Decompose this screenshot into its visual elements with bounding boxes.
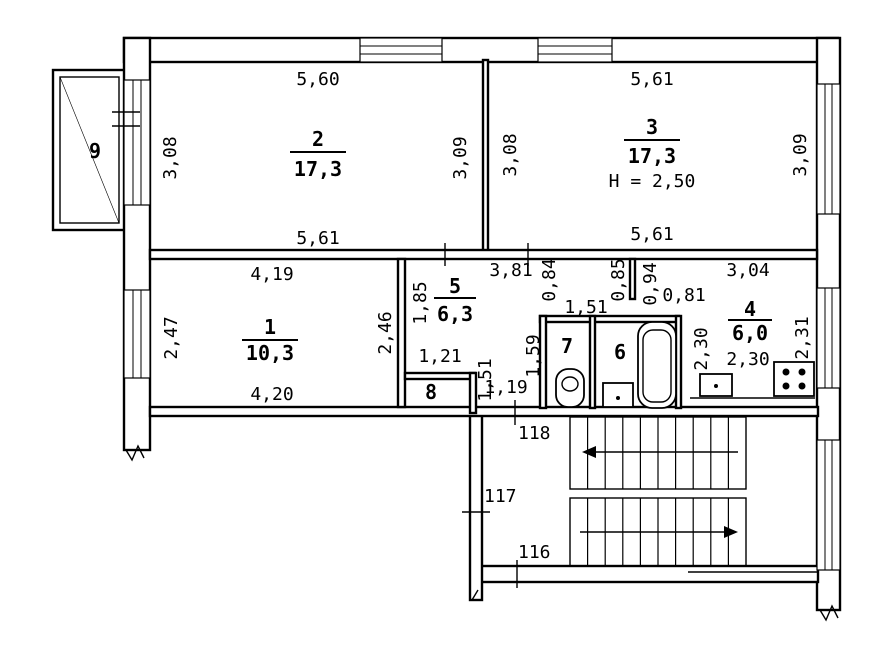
svg-text:17,3: 17,3 bbox=[294, 157, 342, 181]
svg-text:10,3: 10,3 bbox=[246, 341, 294, 365]
svg-text:6,0: 6,0 bbox=[732, 321, 768, 345]
svg-text:0,81: 0,81 bbox=[662, 285, 705, 306]
room-2-label: 2 17,3 bbox=[290, 127, 346, 181]
room-8-number: 8 bbox=[425, 380, 437, 404]
svg-text:17,3: 17,3 bbox=[628, 144, 676, 168]
bathtub bbox=[637, 321, 677, 409]
svg-text:3,09: 3,09 bbox=[450, 136, 471, 179]
room-5-label: 5 6,3 bbox=[434, 274, 476, 326]
stove bbox=[773, 361, 815, 397]
left-windows bbox=[123, 79, 151, 379]
svg-text:4,19: 4,19 bbox=[250, 264, 293, 285]
break-marks bbox=[125, 444, 839, 622]
room-9-number: 9 bbox=[89, 139, 101, 163]
svg-text:0,94: 0,94 bbox=[640, 262, 661, 305]
svg-text:5,61: 5,61 bbox=[630, 224, 673, 245]
svg-text:5,60: 5,60 bbox=[296, 69, 339, 90]
svg-text:5,61: 5,61 bbox=[630, 69, 673, 90]
svg-text:1,21: 1,21 bbox=[418, 346, 461, 367]
svg-text:6,3: 6,3 bbox=[437, 302, 473, 326]
svg-text:2,47: 2,47 bbox=[161, 316, 182, 359]
room-4-label: 4 6,0 bbox=[728, 297, 772, 345]
svg-text:0,85: 0,85 bbox=[608, 258, 629, 301]
right-windows bbox=[816, 83, 841, 571]
svg-text:0,84: 0,84 bbox=[539, 258, 560, 301]
room-3-label: 3 17,3 H = 2,50 bbox=[609, 115, 696, 192]
stair-level-marks: 118 117 116 bbox=[484, 423, 551, 563]
svg-text:3,81: 3,81 bbox=[489, 260, 532, 281]
washbasin bbox=[602, 382, 634, 408]
svg-text:1: 1 bbox=[264, 315, 276, 339]
top-windows bbox=[359, 37, 613, 63]
svg-text:116: 116 bbox=[518, 542, 551, 563]
svg-text:2,30: 2,30 bbox=[726, 349, 769, 370]
svg-text:117: 117 bbox=[484, 486, 517, 507]
balcony bbox=[51, 68, 128, 232]
room-1-label: 1 10,3 bbox=[242, 315, 298, 365]
kitchen-sink bbox=[699, 373, 733, 397]
svg-text:3,04: 3,04 bbox=[726, 260, 769, 281]
svg-text:1,51: 1,51 bbox=[564, 297, 607, 318]
svg-text:1,51: 1,51 bbox=[475, 358, 496, 401]
svg-text:4: 4 bbox=[744, 297, 756, 321]
svg-text:5: 5 bbox=[449, 274, 461, 298]
svg-text:4,20: 4,20 bbox=[250, 384, 293, 405]
svg-text:118: 118 bbox=[518, 423, 551, 444]
staircase bbox=[569, 416, 747, 567]
svg-text:3: 3 bbox=[646, 115, 658, 139]
svg-text:3,08: 3,08 bbox=[500, 133, 521, 176]
svg-text:3,09: 3,09 bbox=[790, 133, 811, 176]
svg-text:2,30: 2,30 bbox=[691, 327, 712, 370]
room-6-number: 6 bbox=[614, 340, 626, 364]
dimensions: 5,60 5,61 5,61 5,61 4,19 4,20 3,81 1,51 … bbox=[160, 69, 813, 405]
ceiling-height: H = 2,50 bbox=[609, 171, 696, 192]
svg-text:2,31: 2,31 bbox=[792, 316, 813, 359]
svg-text:1,19: 1,19 bbox=[484, 377, 527, 398]
toilet bbox=[555, 368, 585, 408]
room-7-number: 7 bbox=[561, 334, 573, 358]
svg-text:3,08: 3,08 bbox=[160, 136, 181, 179]
svg-text:2,46: 2,46 bbox=[375, 311, 396, 354]
svg-text:2: 2 bbox=[312, 127, 324, 151]
interior-walls bbox=[148, 58, 820, 418]
svg-text:1,85: 1,85 bbox=[410, 281, 431, 324]
svg-text:5,61: 5,61 bbox=[296, 228, 339, 249]
svg-text:1,59: 1,59 bbox=[523, 334, 544, 377]
door-ticks bbox=[112, 111, 818, 588]
